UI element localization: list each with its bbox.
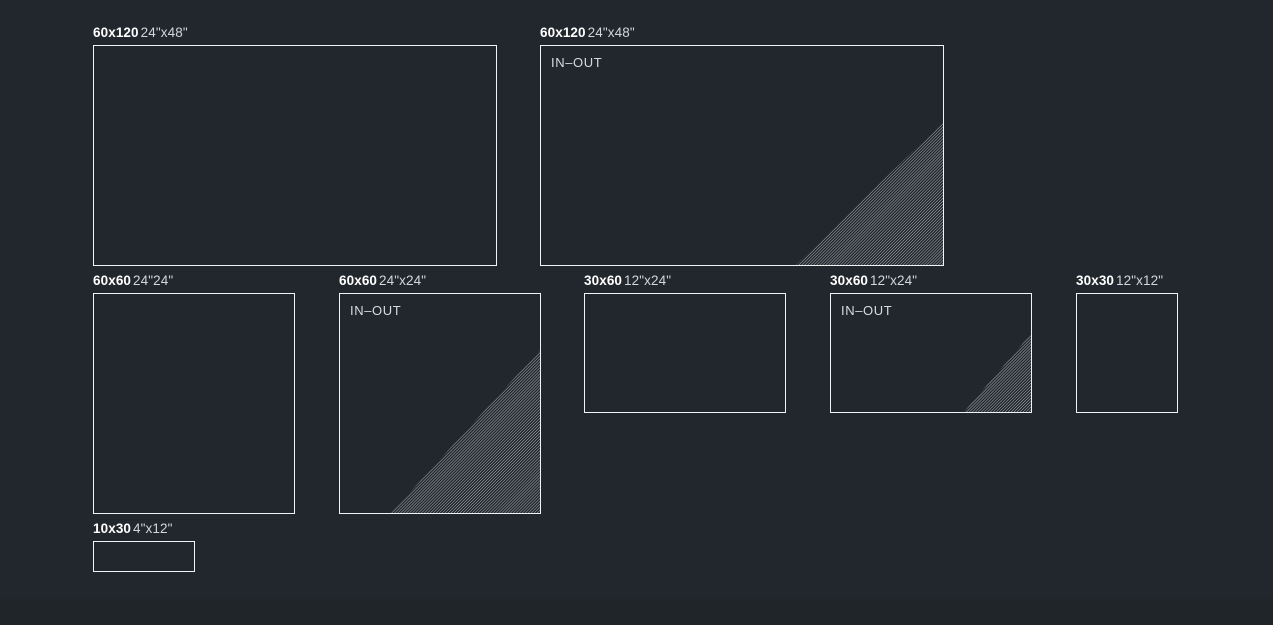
specimen-swatch[interactable] xyxy=(93,45,497,266)
specimen-inches: 24"x24" xyxy=(379,273,427,288)
specimen-swatch[interactable]: IN–OUT xyxy=(830,293,1032,413)
specimen-code: 30x60 xyxy=(584,273,623,288)
specimen-inches: 24"x48" xyxy=(587,25,635,40)
in-out-label: IN–OUT xyxy=(551,55,603,70)
specimen-swatch[interactable] xyxy=(93,541,195,572)
specimen-swatch[interactable] xyxy=(1076,293,1178,413)
specimen-inches: 24"24" xyxy=(133,273,174,288)
in-out-hatch-triangle xyxy=(796,122,943,265)
specimen-swatch[interactable] xyxy=(584,293,786,413)
specimen-code: 60x60 xyxy=(339,273,378,288)
specimen-code: 60x120 xyxy=(93,25,139,40)
specimen-inches: 12"x24" xyxy=(624,273,672,288)
specimen-code: 60x120 xyxy=(540,25,586,40)
specimen-code: 30x60 xyxy=(830,273,869,288)
specimen-swatch[interactable]: IN–OUT xyxy=(339,293,541,514)
specimen-code: 30x30 xyxy=(1076,273,1115,288)
specimen-inches: 12"x24" xyxy=(870,273,918,288)
specimen-inches: 4"x12" xyxy=(133,521,173,536)
in-out-hatch-triangle xyxy=(391,350,540,513)
specimen-inches: 24"x48" xyxy=(140,25,188,40)
specimen-code: 10x30 xyxy=(93,521,132,536)
specimen-swatch[interactable]: IN–OUT xyxy=(540,45,944,266)
specimen-code: 60x60 xyxy=(93,273,132,288)
in-out-label: IN–OUT xyxy=(350,303,402,318)
in-out-label: IN–OUT xyxy=(841,303,893,318)
specimen-swatch[interactable] xyxy=(93,293,295,514)
specimen-inches: 12"x12" xyxy=(1116,273,1164,288)
bottom-band xyxy=(0,599,1273,625)
in-out-hatch-triangle xyxy=(964,334,1031,412)
